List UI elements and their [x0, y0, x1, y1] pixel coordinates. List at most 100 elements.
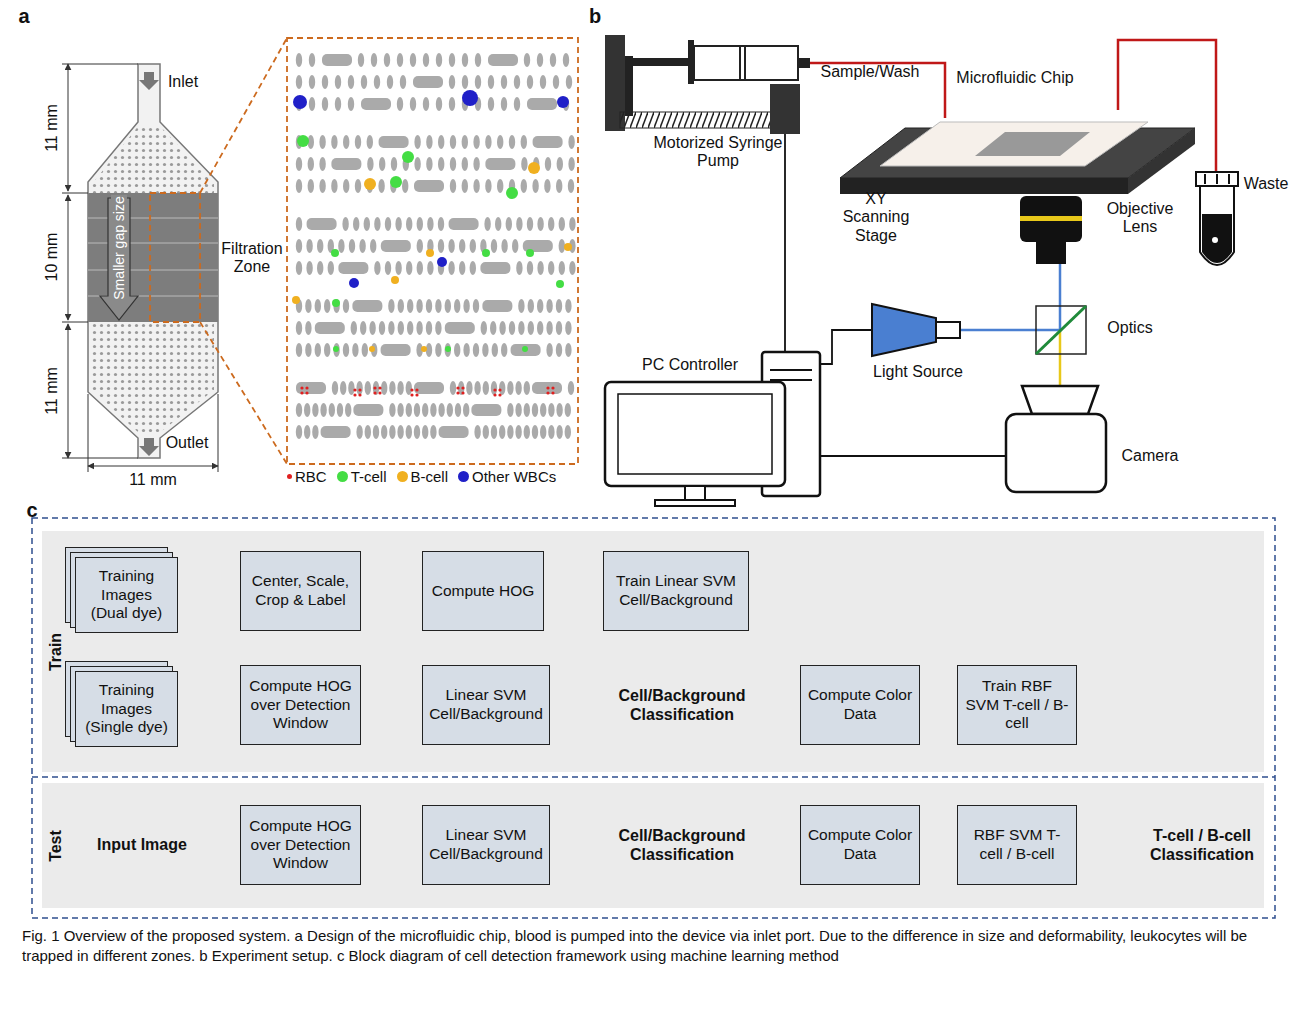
zoom-pillars: [483, 381, 489, 395]
zoom-callout: [200, 322, 287, 464]
zoom-pillars: [397, 403, 403, 417]
zoom-pillars: [470, 261, 476, 275]
zoom-pillars: [402, 179, 408, 193]
zoom-pillars: [373, 391, 376, 394]
zoom-pillars: [319, 135, 325, 149]
process-box: Train Linear SVM Cell/Background: [603, 551, 749, 631]
zoom-pillars: [437, 257, 447, 267]
zoom-pillars: [473, 299, 479, 313]
zoom-pillars: [499, 425, 505, 439]
zoom-pillars: [449, 53, 455, 67]
zoom-pillars: [473, 135, 479, 149]
zoom-pillars: [462, 157, 468, 171]
zoom-pillars: [388, 321, 394, 335]
zoom-pillars: [454, 343, 460, 357]
zoom-pillars: [379, 136, 409, 148]
pc-controller: [605, 352, 820, 506]
part-label: Sample/Wash: [821, 63, 920, 81]
zoom-pillars: [319, 157, 325, 171]
result-text: Input Image: [90, 805, 194, 885]
zoom-pillars: [548, 403, 554, 417]
zoom-pillars: [475, 75, 481, 89]
box-text: RBF SVM T-cell / B-cell: [964, 826, 1070, 863]
zoom-pillars: [435, 321, 441, 335]
zoom-pillars: [540, 75, 546, 89]
zoom-pillars: [459, 239, 465, 253]
zoom-pillars: [296, 403, 302, 417]
zoom-pillars: [482, 300, 512, 312]
zoom-pillars: [353, 217, 359, 231]
zoom-pillars: [358, 393, 361, 396]
zoom-pillars: [331, 179, 337, 193]
zoom-pillars: [337, 403, 343, 417]
zoom-pillars: [374, 217, 380, 231]
zoom-pillars: [389, 381, 395, 395]
zoom-pillars: [312, 425, 318, 439]
zoom-pillars: [516, 261, 522, 275]
scanning-stage: [880, 122, 1148, 166]
part-label: Filtration Zone: [217, 240, 287, 277]
legend: RBCT-cellB-cellOther WBCs: [287, 468, 556, 485]
syringe-pump: [739, 46, 741, 80]
light-source: [872, 304, 960, 356]
legend-swatch: [397, 471, 408, 482]
process-box: Linear SVM Cell/Background: [422, 805, 550, 885]
zoom-pillars: [528, 162, 540, 174]
zoom-pillars: [556, 425, 562, 439]
zoom-pillars: [449, 75, 455, 89]
zoom-pillars: [482, 343, 488, 357]
zoom-pillars: [462, 75, 468, 89]
zoom-pillars: [296, 53, 302, 67]
syringe-pump: [744, 46, 746, 80]
zoom-pillars: [501, 343, 507, 357]
zoom-pillars: [435, 299, 441, 313]
zoom-pillars: [473, 157, 479, 171]
zoom-pillars: [568, 381, 574, 395]
chip-outline: [88, 64, 218, 458]
syringe-pump: [770, 84, 800, 134]
zoom-pillars: [450, 179, 456, 193]
zoom-pillars: [317, 261, 323, 275]
legend-text: Other WBCs: [472, 468, 556, 485]
zoom-pillars: [493, 388, 496, 391]
zoom-pillars: [421, 346, 427, 352]
zoom-pillars: [364, 178, 376, 190]
zoom-pillars: [351, 321, 357, 335]
waste-tube: [1196, 172, 1238, 186]
camera: [1006, 414, 1106, 492]
zoom-pillars: [315, 299, 321, 313]
image-stack-box: Training Images (Dual dye): [75, 557, 178, 633]
legend-item: T-cell: [337, 468, 387, 485]
zoom-pillars: [481, 321, 487, 335]
pc-controller: [605, 382, 785, 486]
result-text: Cell/Background Classification: [600, 805, 764, 885]
stage-panel: TestInput ImageCompute HOG over Detectio…: [42, 783, 1264, 908]
zoom-pillars: [548, 425, 554, 439]
zoom-pillars: [559, 217, 565, 231]
zoom-pillars: [296, 75, 302, 89]
zoom-pillars: [540, 425, 546, 439]
zoom-pillars: [526, 249, 534, 257]
dimension-lines: [88, 466, 218, 467]
dimension-lines: [62, 64, 138, 65]
zoom-pillars: [414, 180, 444, 192]
box-text: Compute HOG over Detection Window: [247, 817, 354, 873]
zoom-pillars: [322, 75, 328, 89]
legend-swatch: [458, 471, 469, 482]
stage-title: Train: [47, 632, 65, 670]
zoom-pillars: [324, 343, 330, 357]
zoom-pillars: [438, 157, 444, 171]
zoom-pillars: [474, 425, 480, 439]
zoom-pillars: [568, 135, 574, 149]
zoom-pillars: [361, 75, 367, 89]
zoom-pillars: [381, 381, 387, 395]
zoom-pillars: [335, 75, 341, 89]
zoom-pillars: [305, 321, 311, 335]
zoom-pillars: [296, 425, 302, 439]
zoom-pillars: [438, 239, 444, 253]
zoom-pillars: [527, 217, 533, 231]
zoom-pillars: [537, 261, 543, 275]
zoom-pillars: [427, 217, 433, 231]
zoom-pillars: [304, 403, 310, 417]
zoom-pillars: [474, 381, 480, 395]
